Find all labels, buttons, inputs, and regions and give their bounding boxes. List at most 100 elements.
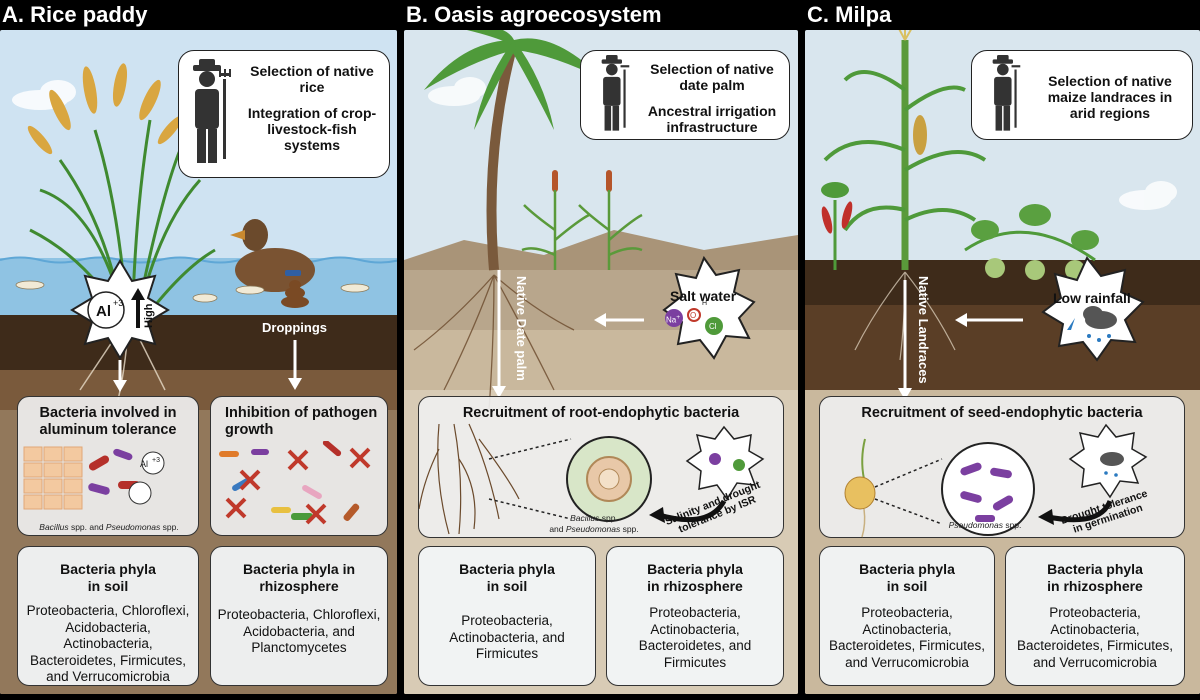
box-title: Bacteria involved in aluminum tolerance <box>18 405 198 439</box>
panel-oasis: B. Oasis agroecosystem <box>404 0 798 700</box>
seed-endophyte-illustration <box>844 423 1148 538</box>
farmer-text-line: maize landraces in <box>1047 89 1173 105</box>
chili-plant-icon <box>821 182 853 270</box>
droppings-label: Droppings <box>262 320 327 335</box>
box-title: Inhibition of pathogen growth <box>211 405 387 439</box>
cloud-icon <box>428 77 486 106</box>
duck-icon <box>230 219 315 292</box>
phyla-soil-box: Bacteria phyla in soil Proteobacteria, A… <box>418 546 596 686</box>
sorghum-plant-icon <box>521 170 643 270</box>
phyla-list: Proteobacteria, Chloroflexi, Acidobacter… <box>18 603 198 686</box>
caption-text: spp. <box>160 522 179 532</box>
phyla-line: Bacteroidetes, and <box>638 638 752 653</box>
farmer-text-line: infrastructure <box>666 119 758 135</box>
caption-genus: Bacillus <box>39 522 69 532</box>
caption-text: spp. <box>1002 520 1022 530</box>
phyla-line: Planctomycetes <box>251 640 347 655</box>
caption-genus: Bacillus <box>570 513 600 523</box>
phyla-line: and Verrucomicrobia <box>46 669 170 684</box>
root-endophytic-box: Recruitment of root-endophytic bacteria <box>418 396 784 538</box>
phyla-line: Bacteroidetes, Firmicutes, <box>1016 638 1174 653</box>
farmer-text-line: livestock-fish <box>267 121 357 137</box>
phyla-title: Bacteria phyla in rhizosphere <box>211 561 387 595</box>
caption-genus: Pseudomonas <box>565 524 621 534</box>
farmer-icon <box>193 59 231 163</box>
bacteria-caption: Bacillus spp. and Pseudomonas spp. <box>529 513 659 535</box>
pathogen-bacteria-icon <box>219 441 371 525</box>
panel-rice-paddy: A. Rice paddy <box>0 0 397 700</box>
phyla-line: Actinobacteria, <box>862 621 952 637</box>
seed-icon <box>844 438 876 538</box>
phyla-title-line: Bacteria phyla <box>459 561 555 577</box>
phyla-title-line: in soil <box>886 578 928 594</box>
phyla-soil-box: Bacteria phyla in soil Proteobacteria, A… <box>819 546 995 686</box>
phyla-line: and Verrucomicrobia <box>1033 654 1157 670</box>
phyla-title-line: Bacteria phyla <box>647 561 743 577</box>
farmer-box: Selection of native maize landraces in a… <box>971 50 1193 140</box>
vertical-label: Native Landraces <box>916 276 931 384</box>
farmer-text-line: Selection of native <box>250 63 374 79</box>
caption-text: spp. <box>599 513 618 523</box>
root-endophyte-illustration <box>419 423 765 535</box>
phyla-title-line: rhizosphere <box>259 578 339 594</box>
phyla-rhizosphere-box: Bacteria phyla in rhizosphere Proteobact… <box>1005 546 1185 686</box>
farmer-text-line: rice <box>299 79 325 95</box>
na-sup: + <box>676 314 681 321</box>
low-rainfall-label: Low rainfall <box>1053 290 1131 306</box>
x-mark-icon <box>225 447 371 525</box>
phyla-title-line: in soil <box>87 578 129 594</box>
phyla-rhizosphere-box: Bacteria phyla in rhizosphere Proteobact… <box>606 546 784 686</box>
phyla-title-line: in soil <box>486 578 528 594</box>
high-label: High <box>143 303 155 328</box>
farmer-text-line: date palm <box>679 77 745 93</box>
root-cross-section-icon <box>566 436 652 522</box>
arrow-icon <box>118 340 297 382</box>
panel-milpa: C. Milpa <box>805 0 1200 700</box>
phyla-title: Bacteria phyla in rhizosphere <box>607 561 783 595</box>
phyla-title-line: Bacteria phyla in <box>242 561 356 577</box>
phyla-line: Firmicutes <box>663 654 727 670</box>
bacteria-caption: Bacillus spp. and Pseudomonas spp. <box>18 522 200 533</box>
farmer-text-line: systems <box>283 137 341 153</box>
phyla-line: and Verrucomicrobia <box>845 654 969 670</box>
phyla-title: Bacteria phyla in soil <box>419 561 595 595</box>
box-title: Recruitment of seed-endophytic bacteria <box>861 405 1143 421</box>
arrow-icon <box>658 499 727 523</box>
phyla-line: Proteobacteria, <box>461 613 553 628</box>
cl-ion-icon <box>705 317 723 335</box>
farmer-box: Selection of native date palm Ancestral … <box>580 50 790 140</box>
farmer-text-line: Selection of native <box>650 61 774 77</box>
phyla-title-line: Bacteria phyla <box>859 561 955 577</box>
caption-genus: Pseudomonas <box>105 522 161 532</box>
phyla-title-line: in rhizosphere <box>647 578 743 594</box>
panel-scene: Native Landraces Low rainfall <box>805 30 1200 694</box>
palm-tree-icon <box>424 30 604 271</box>
farmer-icon <box>992 55 1021 131</box>
phyla-line: Actinobacteria, and <box>449 629 565 645</box>
farmer-text-line: arid regions <box>1069 105 1151 121</box>
al-superscript: +3 <box>113 298 123 308</box>
aluminum-tolerance-box: Bacteria involved in aluminum tolerance <box>17 396 199 536</box>
vertical-label: Native Date palm <box>514 276 529 381</box>
cl-label: Cl <box>709 322 717 331</box>
stress-starburst-icon <box>685 425 765 501</box>
bacteria-icon <box>960 462 1014 522</box>
farmer-box: Selection of native rice Integration of … <box>178 50 390 178</box>
na-text: Na <box>666 315 677 325</box>
cloud-icon <box>12 80 76 110</box>
h-label: H <box>702 300 708 307</box>
phyla-line: Proteobacteria, <box>649 605 741 620</box>
phyla-title-line: Bacteria phyla <box>1047 561 1143 577</box>
phyla-title-line: in rhizosphere <box>1047 578 1143 594</box>
phyla-list: Proteobacteria, Actinobacteria, Bacteroi… <box>607 605 783 671</box>
caption-text: and <box>549 524 566 534</box>
bacteria-caption: Pseudomonas spp. <box>930 520 1040 531</box>
droppings-icon <box>281 280 309 308</box>
stress-starburst-icon <box>1068 423 1148 499</box>
salt-water-label: Salt water <box>670 288 737 304</box>
box-title-line: aluminum tolerance <box>39 422 177 438</box>
caption-text: spp. <box>620 524 639 534</box>
farmer-text-line: Selection of native <box>1048 73 1172 89</box>
maize-plant-icon <box>823 30 987 270</box>
